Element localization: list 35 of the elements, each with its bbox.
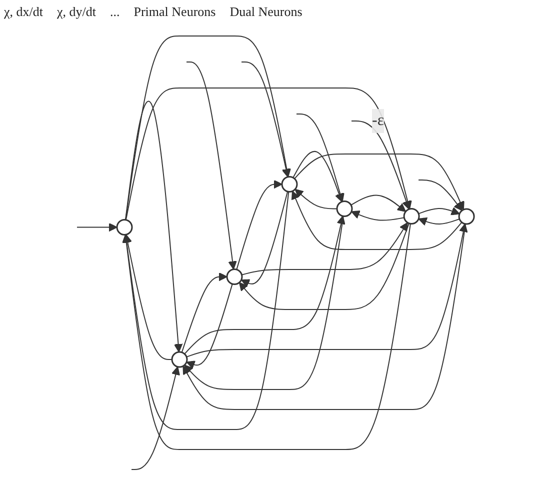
arrow (76, 222, 118, 232)
arrow (418, 206, 460, 215)
arrow (123, 234, 172, 360)
text-label: Primal Neurons (134, 4, 216, 20)
arrow (294, 153, 464, 210)
arrow (240, 61, 290, 178)
arrow (350, 194, 406, 212)
text-label: Dual Neurons (230, 4, 302, 20)
arrow (350, 120, 411, 210)
text-label: χ, dx/dt (4, 4, 43, 20)
text-label: χ, dy/dt (57, 4, 96, 20)
arrow (296, 113, 344, 202)
edge-label: -ε (372, 112, 384, 129)
arrow (184, 215, 346, 354)
arrow (292, 150, 344, 202)
arrow (291, 190, 462, 250)
arrow (186, 283, 233, 369)
arrow (418, 217, 460, 226)
arrow (418, 179, 462, 211)
arrow (186, 223, 468, 358)
arrow (182, 223, 466, 410)
arrow (240, 190, 288, 288)
arrow (241, 222, 408, 276)
arrow (186, 61, 237, 270)
text-label: ... (110, 4, 120, 20)
arrow (238, 222, 410, 310)
arrow (125, 87, 412, 220)
arrow (125, 35, 291, 220)
arrow (124, 100, 183, 352)
arrow (351, 210, 405, 221)
arrow (236, 180, 282, 270)
arrow (130, 366, 180, 470)
arrow (294, 188, 338, 209)
arrow (122, 222, 411, 450)
arrow (181, 272, 228, 353)
